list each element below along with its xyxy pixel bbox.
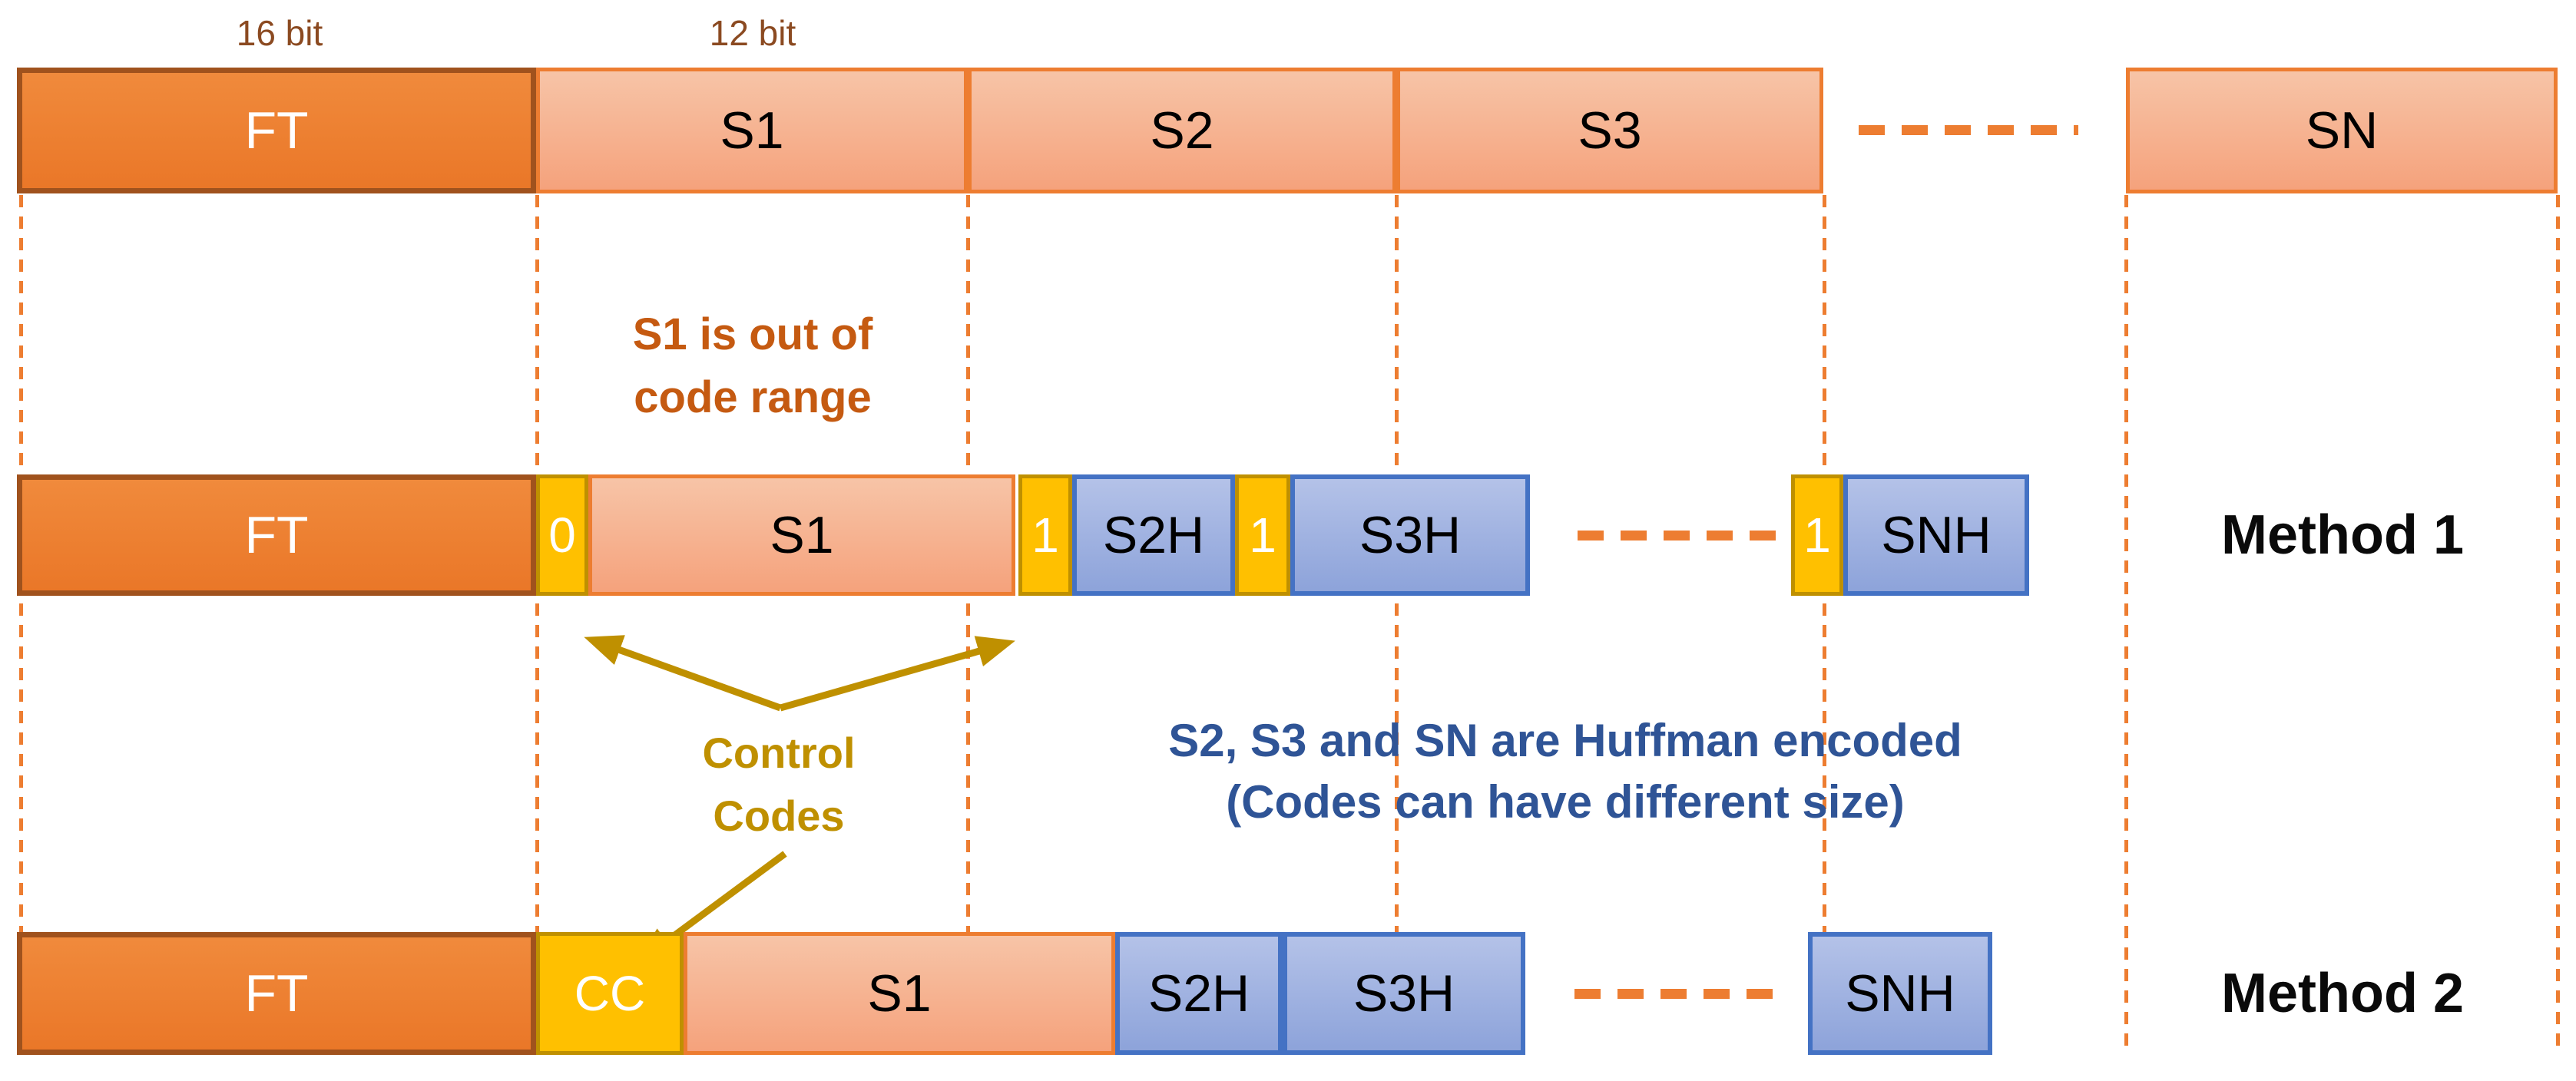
method2-ft-box: FT (17, 932, 536, 1055)
method2-s3h-box: S3H (1283, 932, 1525, 1055)
s1-out-of-range-note: S1 is out of code range (538, 303, 968, 429)
s1-out-of-range-line2: code range (634, 372, 872, 422)
ft-bit-width-label: 16 bit (236, 13, 323, 53)
arrow-to-control-1 (779, 636, 1015, 712)
frame-ft-box: FT (17, 68, 536, 193)
method2-snh-box: SNH (1808, 932, 1992, 1055)
arrow-to-control-0 (584, 635, 782, 712)
method2-cc-box: CC (536, 932, 684, 1055)
method1-control-0-box: 0 (536, 474, 588, 596)
frame-sn-box: SN (2126, 68, 2558, 193)
frame-ellipsis-dashes (1859, 125, 2078, 135)
frame-s3-box: S3 (1396, 68, 1823, 193)
dashed-guide-line-sn-right (2556, 195, 2560, 1053)
dashed-guide-line-sn-left (2124, 195, 2128, 1053)
s1-out-of-range-line1: S1 is out of (632, 309, 873, 359)
method1-snh-box: SNH (1843, 474, 2029, 596)
frame-s2-box: S2 (968, 68, 1396, 193)
method1-s1-box: S1 (588, 474, 1015, 596)
method2-s2h-box: S2H (1115, 932, 1283, 1055)
method1-s3h-box: S3H (1290, 474, 1530, 596)
method1-label: Method 1 (2221, 504, 2464, 566)
control-codes-line1: Control (702, 729, 856, 777)
huffman-note-line2: (Codes can have different size) (1226, 776, 1905, 828)
method1-ellipsis-dashes (1578, 531, 1776, 540)
frame-s1-box: S1 (536, 68, 968, 193)
method2-s1-box: S1 (684, 932, 1115, 1055)
huffman-note: S2, S3 and SN are Huffman encoded (Codes… (1043, 710, 2088, 833)
huffman-note-line1: S2, S3 and SN are Huffman encoded (1168, 715, 1962, 766)
method1-s2h-box: S2H (1072, 474, 1235, 596)
control-codes-note: Control Codes (564, 722, 994, 848)
method1-ft-box: FT (17, 474, 536, 596)
method2-ellipsis-dashes (1574, 989, 1776, 999)
method1-control-1-box-a: 1 (1018, 474, 1072, 596)
method1-control-1-box-b: 1 (1235, 474, 1290, 596)
s1-bit-width-label: 12 bit (709, 13, 796, 53)
method2-label: Method 2 (2221, 963, 2464, 1024)
method1-control-1-box-c: 1 (1791, 474, 1843, 596)
control-codes-line2: Codes (713, 792, 845, 840)
